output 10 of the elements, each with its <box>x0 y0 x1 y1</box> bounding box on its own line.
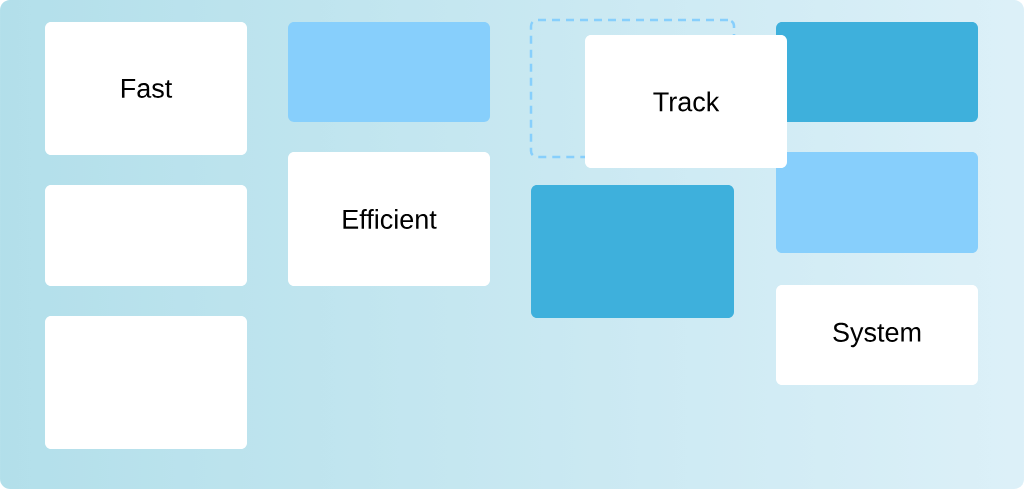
card <box>776 22 978 122</box>
text-card: Track <box>585 35 787 168</box>
card <box>288 22 490 122</box>
text-card: Fast <box>45 22 247 155</box>
card <box>531 185 734 318</box>
card <box>45 185 247 286</box>
card <box>776 152 978 253</box>
text-card: Efficient <box>288 152 490 286</box>
text-card: System <box>776 285 978 385</box>
card <box>45 316 247 449</box>
